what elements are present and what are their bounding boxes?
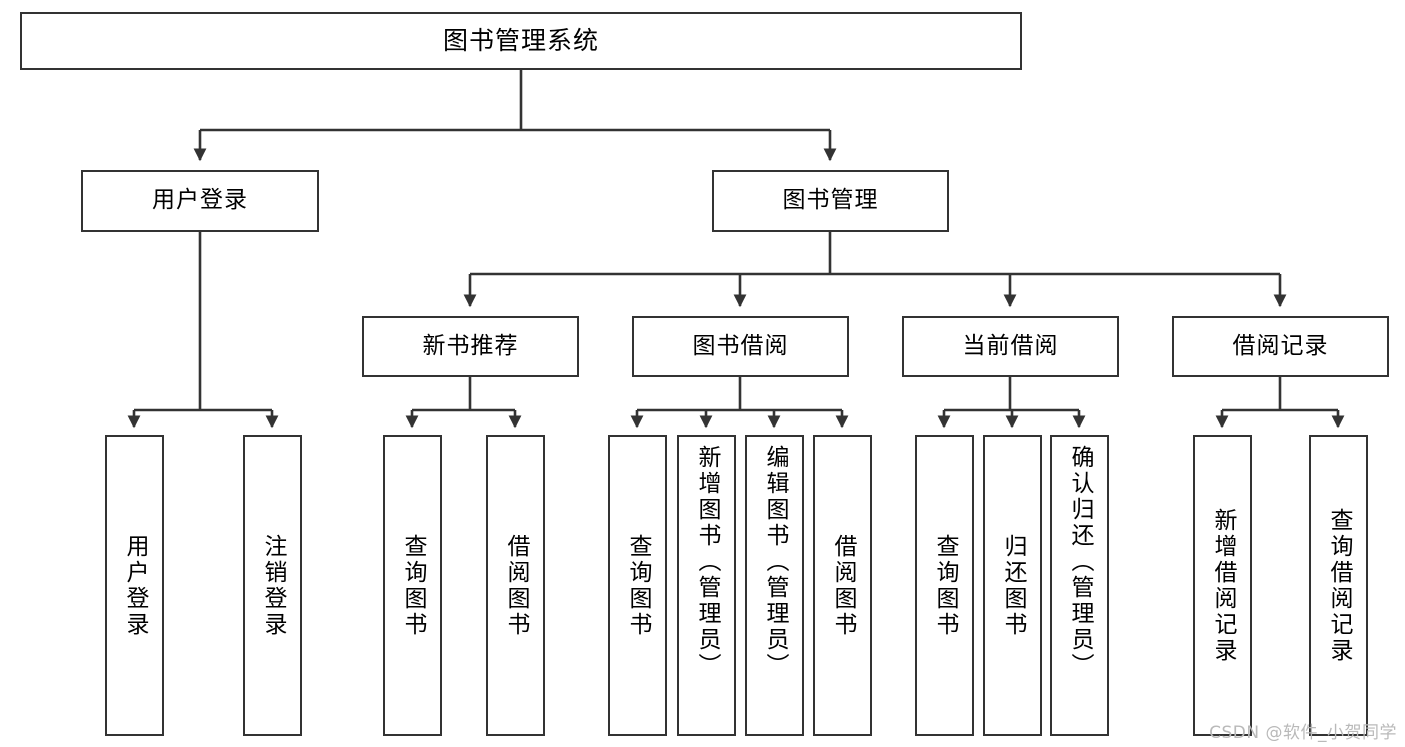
node-label: 查询图书 <box>625 533 651 638</box>
leaf-logout[interactable]: 注销登录 <box>243 435 302 736</box>
leaf-newbook-query-book[interactable]: 查询图书 <box>383 435 442 736</box>
node-label: 用户登录 <box>152 187 248 214</box>
node-label: 新增图书（管理员） <box>694 445 720 679</box>
node-label: 图书管理 <box>782 187 879 214</box>
leaf-borrow-add-book-admin[interactable]: 新增图书（管理员） <box>677 435 736 736</box>
node-label: 图书借阅 <box>692 332 789 359</box>
node-label: 用户登录 <box>122 533 148 638</box>
node-label: 借阅记录 <box>1232 332 1329 359</box>
node-label: 注销登录 <box>260 533 286 638</box>
node-book-borrow[interactable]: 图书借阅 <box>632 316 849 377</box>
node-book-management[interactable]: 图书管理 <box>712 170 949 232</box>
leaf-borrow-borrow-book[interactable]: 借阅图书 <box>813 435 872 736</box>
node-user-login[interactable]: 用户登录 <box>81 170 319 232</box>
node-new-book-recommend[interactable]: 新书推荐 <box>362 316 579 377</box>
node-label: 归还图书 <box>1000 533 1026 638</box>
node-label: 当前借阅 <box>962 332 1059 359</box>
leaf-user-login[interactable]: 用户登录 <box>105 435 164 736</box>
node-label: 查询图书 <box>400 533 426 638</box>
node-label: 确认归还（管理员） <box>1067 445 1093 679</box>
node-label: 图书管理系统 <box>442 26 599 55</box>
leaf-newbook-borrow-book[interactable]: 借阅图书 <box>486 435 545 736</box>
leaf-borrow-edit-book-admin[interactable]: 编辑图书（管理员） <box>745 435 804 736</box>
node-label: 借阅图书 <box>830 533 856 638</box>
leaf-current-query-book[interactable]: 查询图书 <box>915 435 974 736</box>
node-label: 借阅图书 <box>503 533 529 638</box>
node-label: 查询图书 <box>932 533 958 638</box>
node-current-borrow[interactable]: 当前借阅 <box>902 316 1119 377</box>
leaf-record-add-record[interactable]: 新增借阅记录 <box>1193 435 1252 736</box>
node-label: 新书推荐 <box>422 332 519 359</box>
leaf-current-return-book[interactable]: 归还图书 <box>983 435 1042 736</box>
leaf-record-query-record[interactable]: 查询借阅记录 <box>1309 435 1368 736</box>
leaf-current-confirm-return-admin[interactable]: 确认归还（管理员） <box>1050 435 1109 736</box>
node-label: 编辑图书（管理员） <box>762 445 788 679</box>
node-label: 查询借阅记录 <box>1326 507 1352 664</box>
node-root-library-system[interactable]: 图书管理系统 <box>20 12 1022 70</box>
node-label: 新增借阅记录 <box>1210 507 1236 664</box>
watermark: CSDN @软件_小贺同学 <box>1209 723 1397 743</box>
leaf-borrow-query-book[interactable]: 查询图书 <box>608 435 667 736</box>
node-borrow-record[interactable]: 借阅记录 <box>1172 316 1389 377</box>
